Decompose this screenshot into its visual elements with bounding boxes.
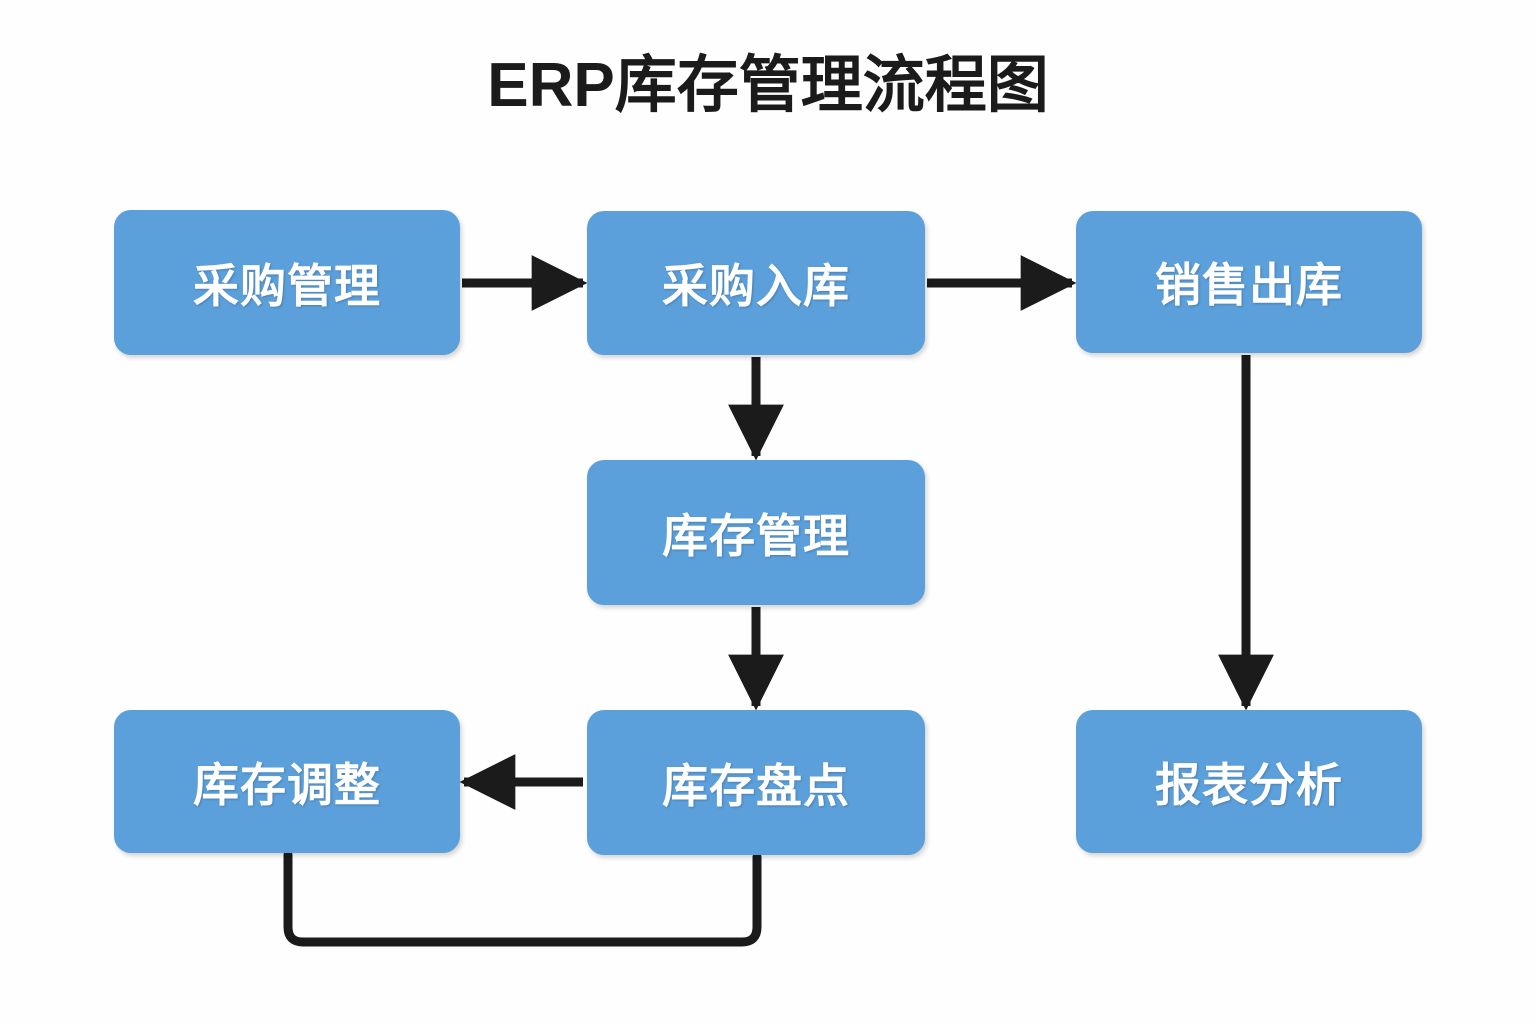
node-report-analysis[interactable]: 报表分析 <box>1076 710 1422 853</box>
node-label: 库存管理 <box>662 509 850 562</box>
node-label: 采购入库 <box>662 260 850 312</box>
edge-inventory-adj-to-inventory-count-loop <box>283 850 762 947</box>
node-label: 销售出库 <box>1155 259 1343 311</box>
node-purchase-mgmt[interactable]: 采购管理 <box>114 210 460 355</box>
node-inventory-count[interactable]: 库存盘点 <box>587 710 925 855</box>
node-label: 库存调整 <box>193 758 381 811</box>
node-inventory-adj[interactable]: 库存调整 <box>114 710 460 853</box>
node-sales-out[interactable]: 销售出库 <box>1076 211 1422 353</box>
node-label: 库存盘点 <box>662 759 850 812</box>
node-purchase-in[interactable]: 采购入库 <box>587 211 925 355</box>
node-inventory-mgmt[interactable]: 库存管理 <box>587 460 925 605</box>
node-label: 采购管理 <box>193 259 381 312</box>
page-title: ERP库存管理流程图 <box>487 51 1049 120</box>
node-label: 报表分析 <box>1155 758 1343 811</box>
